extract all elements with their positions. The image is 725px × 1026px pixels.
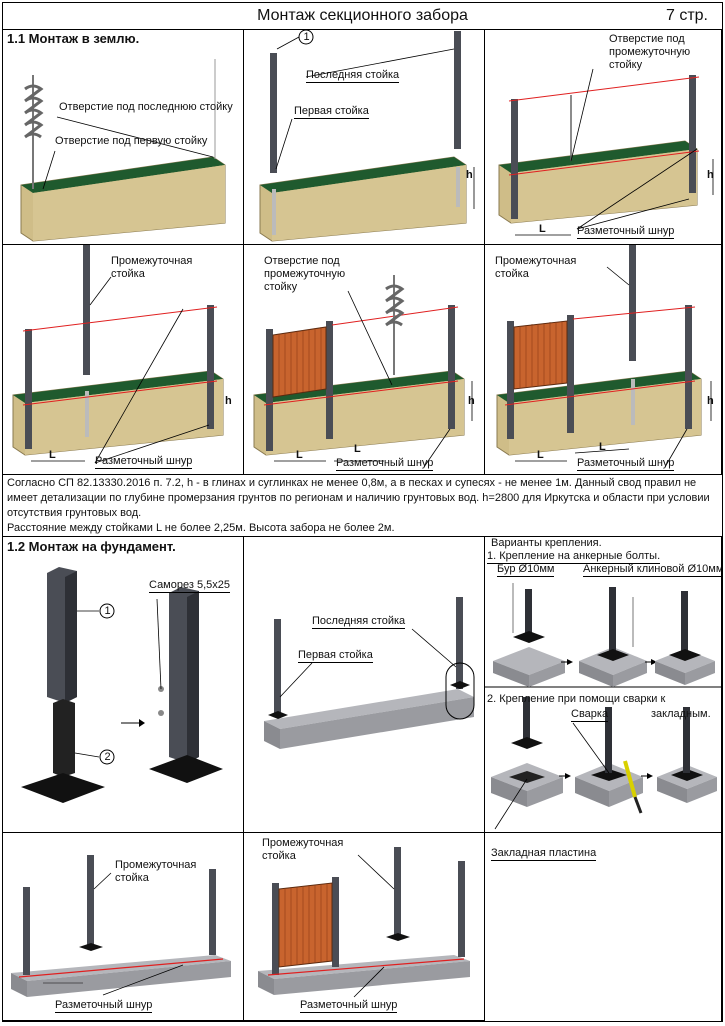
weld-step-2: [575, 707, 643, 814]
label-mid-post: Промежуточная стойка: [115, 859, 197, 884]
section-hole-illustration: [253, 275, 473, 468]
panel-fastening-options: Варианты крепления. 1. Крепление на анке…: [485, 537, 722, 833]
label-first-post: Первая стойка: [294, 105, 369, 119]
label-hole-last: Отверстие под последнюю стойку: [59, 101, 233, 113]
label-hole-first: Отверстие под первую стойку: [55, 135, 208, 147]
label-hole-mid: Отверстие под промежуточную стойку: [609, 33, 691, 71]
foundation-mid-post-illustration: [11, 855, 231, 997]
marker-1: 1: [104, 605, 111, 617]
panel-first-last-post: 1 Последняя стойка Первая стойка h: [244, 29, 485, 245]
cord-illustration: [498, 68, 714, 236]
label-weld: Сварка: [571, 708, 609, 722]
label-h: h: [225, 395, 232, 407]
weld-step-3: [657, 707, 717, 803]
auger-icon: [385, 275, 405, 375]
label-L-1: L: [537, 449, 544, 461]
anchor-step-3: [655, 591, 715, 685]
label-L: L: [49, 449, 56, 461]
panel-mid-post: Промежуточная стойка L h Разметочный шну…: [3, 245, 244, 475]
section-title-ground: 1.1 Монтаж в землю.: [7, 31, 140, 46]
weld-step-1: [491, 697, 563, 807]
label-cord: Разметочный шнур: [95, 455, 193, 469]
label-option-weld: 2. Крепление при помощи сварки к: [487, 693, 666, 705]
label-L-2: L: [599, 441, 606, 453]
label-first-post: Первая стойка: [298, 649, 373, 663]
auger-icon: [24, 75, 44, 189]
foundation-section-illustration: [258, 847, 470, 998]
anchor-step-2: [579, 587, 647, 687]
label-embedded-plate: Закладная пластина: [491, 847, 597, 861]
label-h: h: [707, 395, 714, 407]
label-screw: Саморез 5,5х25: [149, 579, 230, 593]
label-cord: Разметочный шнур: [300, 999, 398, 1013]
foundation-posts-illustration: [264, 597, 475, 749]
section-title-foundation: 1.2 Монтаж на фундамент.: [7, 539, 176, 554]
marker-1: 1: [303, 31, 310, 43]
mid-post-illustration: [12, 245, 224, 464]
note-line-2: Расстояние между стойками L не более 2,2…: [7, 522, 395, 534]
label-cord: Разметочный шнур: [577, 225, 675, 239]
panel-foundation-posts: Последняя стойка Первая стойка: [244, 537, 485, 833]
label-last-post: Последняя стойка: [306, 69, 400, 83]
label-variants: Варианты крепления.: [491, 537, 602, 549]
label-h: h: [466, 169, 473, 181]
fastening-illustration: [485, 583, 721, 830]
label-option-weld-end: закладным.: [651, 708, 711, 720]
anchor-step-1: [493, 583, 565, 687]
note-line-1: Согласно СП 82.13330.2016 п. 7.2, h - в …: [7, 477, 710, 519]
post-assembly-illustration: [21, 567, 223, 803]
panel-holes: 1.1 Монтаж в землю. Отверстие под послед…: [3, 29, 244, 245]
panel-cord: Отверстие под промежуточную стойку L h Р…: [485, 29, 722, 245]
section-mid-post-illustration: [496, 245, 712, 468]
label-L-1: L: [296, 449, 303, 461]
panel-empty: Закладная пластина: [485, 833, 722, 1021]
page-title: Монтаж секционного забора: [257, 7, 468, 24]
page-number: 7 стр.: [665, 7, 708, 24]
label-L-2: L: [354, 443, 361, 455]
label-drill: Бур Ø10мм: [497, 563, 555, 577]
label-L: L: [539, 223, 546, 235]
first-last-post-illustration: [259, 29, 475, 242]
panel-foundation-section: Промежуточная стойка Разметочный шнур: [244, 833, 485, 1021]
panel-section-hole: Отверстие под промежуточную стойку L L h…: [244, 245, 485, 475]
marker-2: 2: [104, 751, 111, 763]
page-header: Монтаж секционного забора 7 стр.: [3, 3, 722, 30]
label-cord: Разметочный шнур: [336, 457, 434, 471]
label-hole-mid: Отверстие под промежуточную стойку: [264, 255, 346, 293]
label-anchor: Анкерный клиновой Ø10мм: [583, 563, 722, 577]
label-mid-post: Промежуточная стойка: [111, 255, 193, 280]
panel-post-assembly: 1.2 Монтаж на фундамент. 1 2 Саморез 5,5…: [3, 537, 244, 833]
label-mid-post: Промежуточная стойка: [262, 837, 344, 862]
label-last-post: Последняя стойка: [312, 615, 406, 629]
panel-foundation-mid-post: Промежуточная стойка Разметочный шнур: [3, 833, 244, 1021]
panel-section-mid-post: Промежуточная стойка L L h Разметочный ш…: [485, 245, 722, 475]
label-h: h: [468, 395, 475, 407]
label-cord: Разметочный шнур: [55, 999, 153, 1013]
holes-illustration: [20, 59, 226, 242]
regulation-note: Согласно СП 82.13330.2016 п. 7.2, h - в …: [3, 475, 722, 537]
label-cord: Разметочный шнур: [577, 457, 675, 471]
label-option-anchor: 1. Крепление на анкерные болты.: [487, 550, 661, 564]
label-mid-post: Промежуточная стойка: [495, 255, 577, 280]
label-h: h: [707, 169, 714, 181]
